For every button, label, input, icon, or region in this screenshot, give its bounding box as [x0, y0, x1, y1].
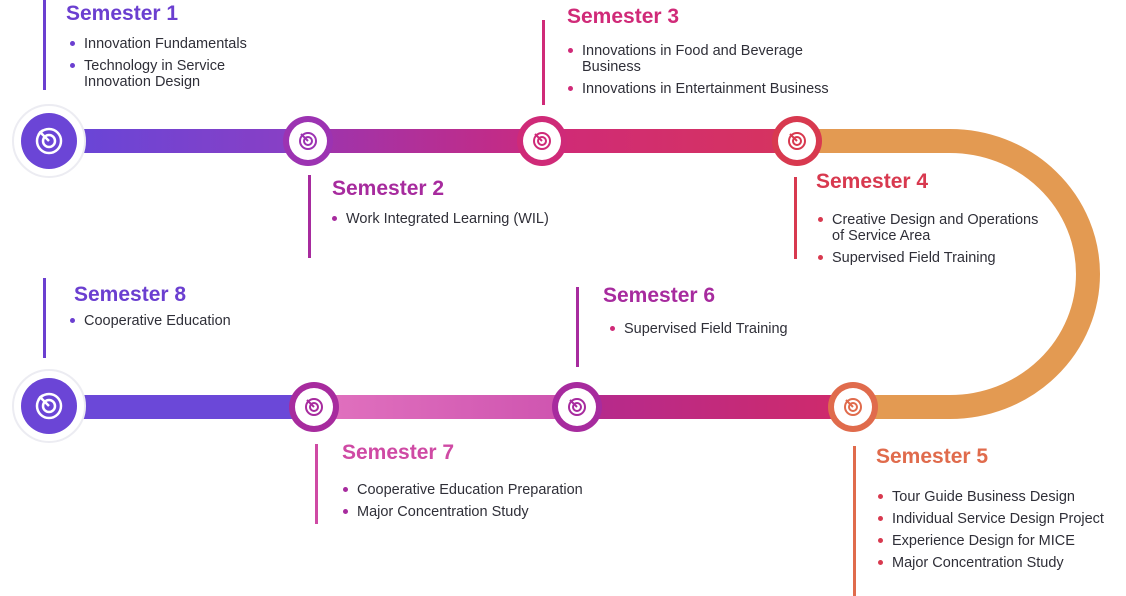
semester-title: Semester 5: [876, 445, 989, 468]
target-icon: [788, 132, 806, 150]
track-segment: [575, 395, 855, 419]
bullet-dot: [878, 516, 883, 521]
list-item: Cooperative Education: [70, 313, 290, 329]
bullet-dot: [568, 86, 573, 91]
list-item: Creative Design and Operations of Servic…: [818, 212, 1043, 244]
connector-line: [43, 0, 46, 90]
milestone-node: [552, 382, 602, 432]
semester-title: Semester 3: [567, 5, 680, 28]
target-icon: [844, 398, 862, 416]
target-icon: [35, 127, 63, 155]
milestone-node: [289, 382, 339, 432]
course-list: Innovation Fundamentals Technology in Se…: [70, 36, 260, 96]
connector-line: [308, 175, 311, 258]
list-item: Cooperative Education Preparation: [343, 482, 643, 498]
target-icon: [533, 132, 551, 150]
semester-title: Semester 1: [66, 2, 179, 25]
list-item: Innovations in Entertainment Business: [568, 81, 838, 97]
list-item: Major Concentration Study: [343, 504, 643, 520]
course-list: Tour Guide Business Design Individual Se…: [878, 489, 1113, 577]
connector-line: [576, 287, 579, 367]
list-item: Individual Service Design Project: [878, 511, 1113, 527]
connector-line: [43, 278, 46, 358]
course-list: Work Integrated Learning (WIL): [332, 211, 592, 233]
bullet-dot: [610, 326, 615, 331]
track-segment: [540, 129, 802, 153]
target-icon: [299, 132, 317, 150]
target-icon: [305, 398, 323, 416]
bullet-dot: [568, 48, 573, 53]
connector-line: [315, 444, 318, 524]
list-item: Experience Design for MICE: [878, 533, 1113, 549]
bullet-dot: [878, 538, 883, 543]
bullet-dot: [818, 255, 823, 260]
connector-line: [794, 177, 797, 259]
milestone-node: [283, 116, 333, 166]
bullet-dot: [70, 318, 75, 323]
target-icon: [35, 392, 63, 420]
track-segment: [60, 129, 310, 153]
milestone-node: [772, 116, 822, 166]
semester-title: Semester 7: [342, 441, 455, 464]
list-item: Innovation Fundamentals: [70, 36, 260, 52]
bullet-dot: [818, 217, 823, 222]
bullet-dot: [70, 41, 75, 46]
milestone-node: [517, 116, 567, 166]
list-item: Supervised Field Training: [610, 321, 850, 337]
bullet-dot: [878, 494, 883, 499]
semester-title: Semester 2: [332, 177, 445, 200]
connector-line: [542, 20, 545, 105]
track-segment: [60, 395, 320, 419]
semester-title: Semester 6: [603, 284, 716, 307]
list-item: Tour Guide Business Design: [878, 489, 1113, 505]
semester-title: Semester 4: [816, 170, 929, 193]
list-item: Technology in Service Innovation Design: [70, 58, 260, 90]
milestone-node-large: [12, 104, 86, 178]
course-list: Innovations in Food and Beverage Busines…: [568, 43, 838, 103]
course-list: Creative Design and Operations of Servic…: [818, 212, 1043, 272]
bullet-dot: [332, 216, 337, 221]
course-list: Supervised Field Training: [610, 321, 850, 343]
track-segment: [305, 129, 545, 153]
bullet-dot: [70, 63, 75, 68]
track-curve: [798, 129, 1100, 419]
course-list: Cooperative Education Preparation Major …: [343, 482, 643, 526]
milestone-node-large: [12, 369, 86, 443]
list-item: Supervised Field Training: [818, 250, 1043, 266]
bullet-dot: [878, 560, 883, 565]
bullet-dot: [343, 487, 348, 492]
list-item: Major Concentration Study: [878, 555, 1113, 571]
track-segment: [315, 395, 580, 419]
course-list: Cooperative Education: [70, 313, 290, 335]
connector-line: [853, 446, 856, 596]
semester-title: Semester 8: [74, 283, 187, 306]
target-icon: [568, 398, 586, 416]
milestone-node: [828, 382, 878, 432]
list-item: Innovations in Food and Beverage Busines…: [568, 43, 838, 75]
bullet-dot: [343, 509, 348, 514]
list-item: Work Integrated Learning (WIL): [332, 211, 592, 227]
